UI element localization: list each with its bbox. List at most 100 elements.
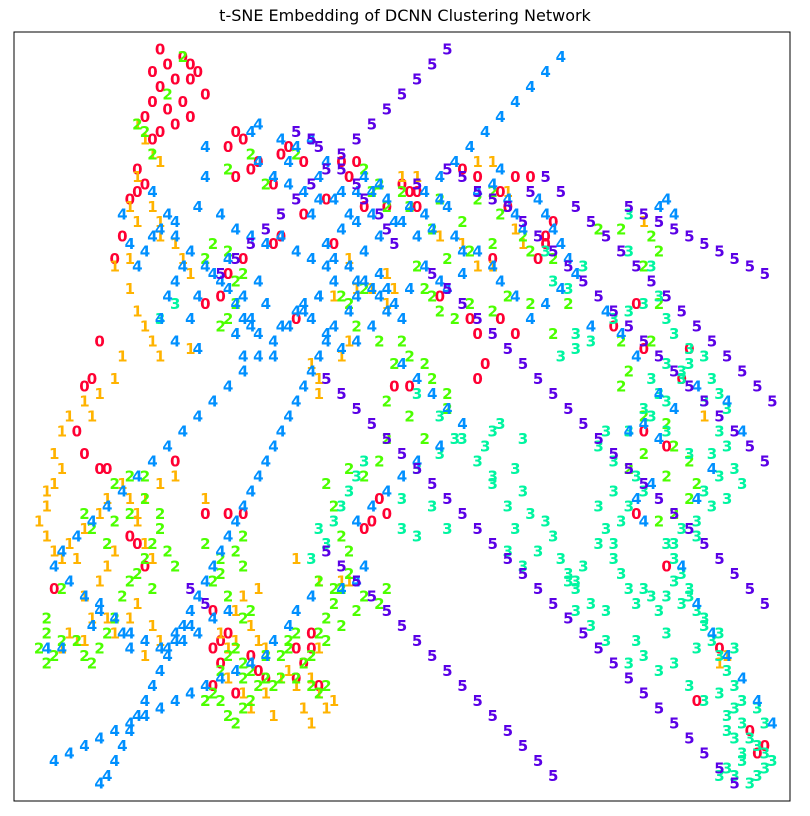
point-4: 4 [344,205,354,223]
point-1: 1 [291,550,301,568]
point-2: 2 [230,715,240,733]
point-5: 5 [669,363,679,381]
point-4: 4 [125,715,135,733]
point-2: 2 [435,190,445,208]
point-3: 3 [684,445,694,463]
point-0: 0 [230,123,240,141]
point-2: 2 [336,617,346,635]
point-2: 2 [525,295,535,313]
point-4: 4 [140,632,150,650]
point-4: 4 [382,303,392,321]
point-1: 1 [155,213,165,231]
point-2: 2 [246,662,256,680]
point-4: 4 [268,168,278,186]
point-2: 2 [246,145,256,163]
point-4: 4 [238,310,248,328]
point-0: 0 [389,378,399,396]
point-3: 3 [624,243,634,261]
point-4: 4 [215,205,225,223]
point-5: 5 [624,460,634,478]
point-3: 3 [722,662,732,680]
point-2: 2 [442,400,452,418]
point-3: 3 [518,557,528,575]
point-2: 2 [419,280,429,298]
point-4: 4 [291,602,301,620]
point-5: 5 [737,363,747,381]
point-4: 4 [49,557,59,575]
point-5: 5 [593,640,603,658]
point-4: 4 [601,303,611,321]
point-0: 0 [540,228,550,246]
point-4: 4 [298,303,308,321]
point-0: 0 [714,640,724,658]
point-4: 4 [276,423,286,441]
point-4: 4 [435,168,445,186]
point-4: 4 [57,640,67,658]
point-0: 0 [132,183,142,201]
point-2: 2 [374,452,384,470]
point-3: 3 [571,340,581,358]
point-3: 3 [760,715,770,733]
point-0: 0 [457,160,467,178]
point-4: 4 [170,273,180,291]
point-3: 3 [639,482,649,500]
point-5: 5 [608,445,618,463]
point-3: 3 [593,535,603,553]
point-4: 4 [427,220,437,238]
point-4: 4 [193,408,203,426]
point-4: 4 [170,213,180,231]
point-2: 2 [140,123,150,141]
point-4: 4 [246,482,256,500]
point-1: 1 [329,288,339,306]
point-2: 2 [223,160,233,178]
point-0: 0 [487,250,497,268]
point-3: 3 [676,363,686,381]
point-1: 1 [79,520,89,538]
point-0: 0 [147,130,157,148]
point-0: 0 [79,445,89,463]
point-4: 4 [246,228,256,246]
point-4: 4 [132,258,142,276]
point-4: 4 [495,108,505,126]
point-1: 1 [314,370,324,388]
point-5: 5 [261,220,271,238]
point-5: 5 [722,348,732,366]
point-0: 0 [329,235,339,253]
point-5: 5 [616,243,626,261]
point-4: 4 [359,168,369,186]
point-2: 2 [79,647,89,665]
point-3: 3 [556,550,566,568]
point-5: 5 [215,265,225,283]
point-2: 2 [654,512,664,530]
point-5: 5 [518,213,528,231]
point-2: 2 [238,527,248,545]
point-0: 0 [639,340,649,358]
point-4: 4 [170,333,180,351]
point-1: 1 [200,490,210,508]
point-0: 0 [246,160,256,178]
point-3: 3 [487,423,497,441]
point-3: 3 [563,280,573,298]
point-2: 2 [200,692,210,710]
point-5: 5 [548,243,558,261]
point-3: 3 [646,258,656,276]
point-5: 5 [427,56,437,74]
point-4: 4 [767,715,777,733]
point-2: 2 [404,348,414,366]
point-1: 1 [57,640,67,658]
point-4: 4 [321,258,331,276]
point-1: 1 [57,550,67,568]
point-4: 4 [102,767,112,785]
point-4: 4 [707,625,717,643]
point-2: 2 [382,580,392,598]
point-2: 2 [140,467,150,485]
point-4: 4 [291,138,301,156]
point-3: 3 [624,655,634,673]
point-3: 3 [503,542,513,560]
point-4: 4 [298,378,308,396]
point-3: 3 [722,760,732,778]
point-2: 2 [49,647,59,665]
point-1: 1 [397,168,407,186]
